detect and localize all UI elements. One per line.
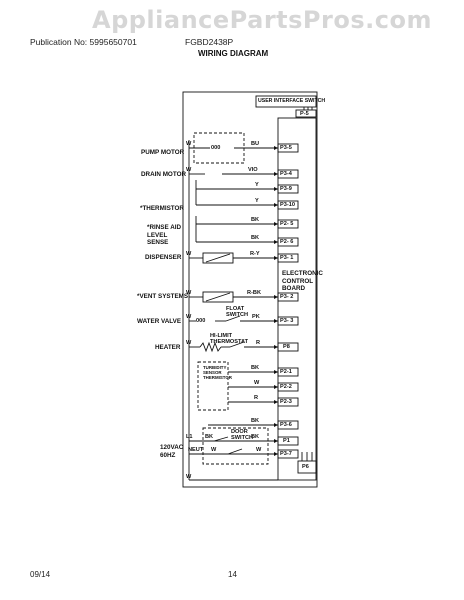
page-number: 14	[228, 570, 237, 579]
dispenser-label: DISPENSER	[145, 254, 182, 261]
wire-code: BK	[251, 235, 260, 241]
door-switch-label: DOOR SWITCH	[231, 429, 254, 441]
drain-motor-label: DRAIN MOTOR	[141, 171, 187, 178]
pump-coil: 000	[211, 145, 221, 151]
connector-label: P1	[283, 438, 290, 444]
neut-label: NEUT	[188, 447, 204, 453]
connector-label: P3- 2	[280, 294, 294, 300]
connector-label: P8	[283, 344, 290, 350]
connector-label: P3-10	[280, 202, 295, 208]
connector-arrows	[274, 146, 278, 456]
wire-code: BK	[251, 418, 260, 424]
footer-date: 09/14	[30, 570, 51, 579]
wire-code: W	[254, 380, 260, 386]
wire-code: W	[186, 314, 192, 320]
board-label: ELECTRONIC CONTROL BOARD	[282, 270, 323, 292]
p5-box	[295, 109, 317, 118]
watermark: AppliancePartsPros.com	[92, 6, 432, 34]
wire-code: W	[211, 447, 217, 453]
wire-code: BU	[251, 141, 260, 147]
vent-systems-label: *VENT SYSTEMS	[137, 293, 189, 300]
hi-limit-label: HI-LIMIT THERMOSTAT	[210, 333, 249, 345]
p5-label: P-5	[300, 111, 309, 117]
connector-label: P3-9	[280, 186, 292, 192]
wire-code: BK	[251, 365, 260, 371]
wire-code: W	[186, 290, 192, 296]
door-switch-box	[202, 427, 269, 465]
wire-code: Y	[255, 198, 259, 204]
valve-coil: 000	[196, 318, 206, 324]
connector-label: P3-4	[280, 171, 292, 177]
wire-code: W	[186, 340, 192, 346]
publication-number: Publication No: 5995650701	[30, 37, 137, 47]
turbidity-label: TURBIDITY SENSOR THERMISTOR	[203, 365, 232, 380]
wire-code: BK	[251, 217, 260, 223]
wire-code: BK	[205, 434, 214, 440]
heater-label: HEATER	[155, 344, 181, 351]
diagram-title: WIRING DIAGRAM	[198, 49, 269, 58]
rinse-aid-label: *RINSE AID LEVEL SENSE	[147, 224, 182, 246]
wire-code: R-BK	[247, 290, 261, 296]
connector-label: P3- 1	[280, 255, 294, 261]
connector-label: P2-1	[280, 369, 292, 375]
wire-code: PK	[252, 314, 260, 320]
connector-label: P2- 5	[280, 221, 294, 227]
connector-label: P3- 3	[280, 318, 294, 324]
l1-label: L1	[186, 434, 193, 440]
connector-label: P3-5	[280, 145, 292, 151]
water-valve-label: WATER VALVE	[137, 318, 182, 325]
wire-code: W	[186, 167, 192, 173]
pump-motor-label: PUMP MOTOR	[141, 149, 185, 156]
wire-code: W	[256, 447, 262, 453]
connector-label: P3-7	[280, 451, 292, 457]
connector-label: P2-2	[280, 384, 292, 390]
wire-code: BK	[251, 434, 260, 440]
float-switch-label: FLOAT SWITCH	[226, 306, 249, 318]
turbidity-sensor-box	[197, 361, 229, 411]
p6-label: P6	[302, 464, 309, 470]
power-label: 120VAC 60HZ	[160, 444, 184, 459]
connector-label: P2- 6	[280, 239, 294, 245]
wire-code: R-Y	[250, 251, 260, 257]
wire-code: Y	[255, 182, 259, 188]
user-interface-box	[255, 95, 317, 108]
wire-code: W	[186, 141, 192, 147]
model-number: FGBD2438P	[185, 37, 234, 47]
wire-code: W	[186, 474, 192, 480]
user-interface-label: USER INTERFACE SWITCH	[258, 98, 326, 104]
wire-code: W	[186, 251, 192, 257]
wire-code: R	[254, 395, 259, 401]
connector-label: P3-6	[280, 422, 292, 428]
wire-code: VIO	[248, 167, 258, 173]
connector-label: P2-3	[280, 399, 292, 405]
thermistor-label: *THERMISTOR	[140, 205, 184, 212]
wire-code: R	[256, 340, 261, 346]
diagram-frame	[182, 91, 318, 488]
